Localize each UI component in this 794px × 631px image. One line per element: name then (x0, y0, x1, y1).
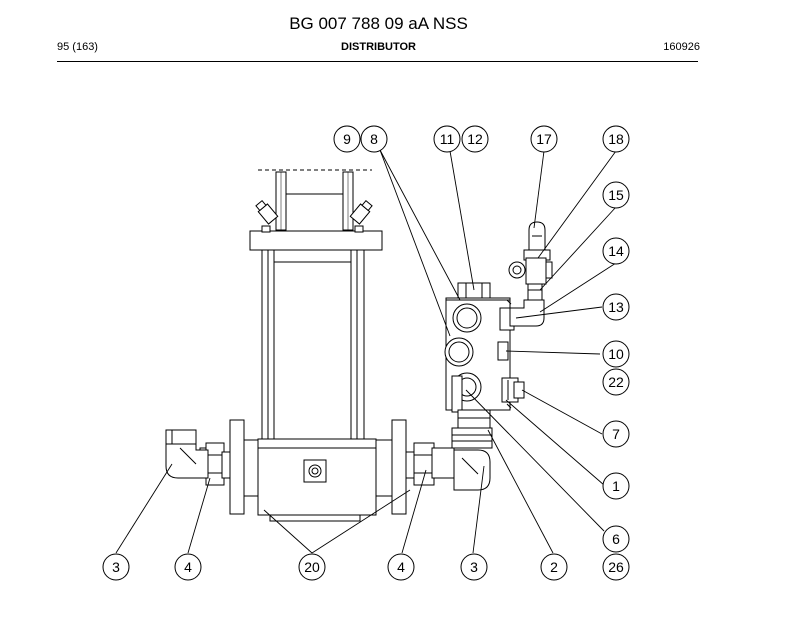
check-valve-assembly (508, 221, 553, 327)
cylinder-assembly (229, 169, 407, 522)
callout-bubbles: 9 8 11 12 17 18 15 14 13 10 22 7 1 6 26 … (102, 125, 630, 581)
callout-13: 13 (602, 293, 630, 321)
callout-6: 6 (602, 525, 630, 553)
section-title: DISTRIBUTOR (341, 41, 416, 53)
document-code: BG 007 788 09 aA NSS (289, 14, 468, 33)
document-date: 160926 (663, 41, 700, 53)
svg-text:26: 26 (608, 559, 624, 575)
svg-text:4: 4 (397, 559, 405, 575)
callout-4-left: 4 (174, 553, 202, 581)
page-number: 95 (163) (57, 41, 98, 53)
callout-15: 15 (602, 181, 630, 209)
svg-text:10: 10 (608, 346, 624, 362)
callout-18: 18 (602, 125, 630, 153)
svg-text:4: 4 (184, 559, 192, 575)
leader-lines (115, 149, 617, 554)
svg-text:9: 9 (343, 131, 351, 147)
svg-text:2: 2 (550, 559, 558, 575)
svg-text:12: 12 (467, 131, 483, 147)
svg-text:17: 17 (536, 131, 552, 147)
callout-10: 10 (602, 340, 630, 368)
left-elbow-fitting (165, 429, 231, 486)
callout-1: 1 (602, 472, 630, 500)
callout-2: 2 (540, 553, 568, 581)
callout-12: 12 (461, 125, 489, 153)
svg-text:13: 13 (608, 299, 624, 315)
svg-text:7: 7 (612, 426, 620, 442)
svg-text:14: 14 (608, 243, 624, 259)
callout-3-right: 3 (460, 553, 488, 581)
callout-4-right: 4 (387, 553, 415, 581)
svg-text:6: 6 (612, 531, 620, 547)
right-elbow-fitting (405, 427, 493, 491)
callout-11: 11 (433, 125, 461, 153)
callout-22: 22 (602, 368, 630, 396)
svg-text:20: 20 (304, 559, 320, 575)
svg-text:3: 3 (112, 559, 120, 575)
svg-text:11: 11 (440, 131, 455, 147)
callout-9: 9 (333, 125, 361, 153)
callout-20: 20 (298, 553, 326, 581)
svg-text:18: 18 (608, 131, 624, 147)
svg-text:22: 22 (608, 374, 624, 390)
svg-text:1: 1 (612, 478, 620, 494)
svg-text:8: 8 (370, 131, 378, 147)
svg-text:15: 15 (608, 187, 624, 203)
callout-26: 26 (602, 553, 630, 581)
callout-17: 17 (530, 125, 558, 153)
distributor-block (444, 282, 525, 429)
callout-8: 8 (360, 125, 388, 153)
callout-3-left: 3 (102, 553, 130, 581)
svg-text:3: 3 (470, 559, 478, 575)
header-rule (57, 61, 698, 62)
callout-14: 14 (602, 237, 630, 265)
callout-7: 7 (602, 420, 630, 448)
